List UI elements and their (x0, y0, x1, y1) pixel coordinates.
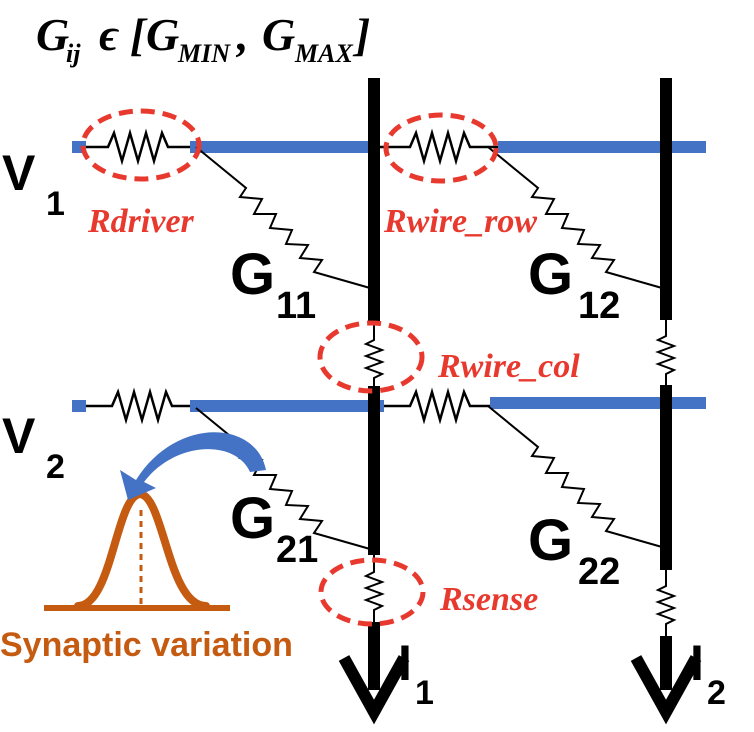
column-2-wire-resistor (655, 320, 677, 385)
v2-label-sub: 2 (46, 448, 65, 486)
rsense-label: Rsense (439, 581, 538, 618)
title-g: G (36, 9, 69, 60)
row-2-driver-resistor (86, 387, 190, 425)
rwire-row-highlight (383, 112, 499, 184)
title: G ij ϵ [ G MIN , G MAX ] (36, 9, 370, 68)
column-2-output-arrowhead (630, 655, 702, 725)
column-1-sense-resistor (363, 555, 385, 622)
i1-label-sub: 1 (415, 674, 434, 712)
variation-arrow (120, 432, 266, 500)
row-2-wire-resistor (384, 387, 490, 425)
g21-label-sub: 21 (276, 529, 318, 571)
title-open-bracket: [ (130, 9, 148, 60)
i1-label-main: I (398, 635, 412, 691)
title-comma: , (236, 9, 249, 60)
rdriver-label: Rdriver (87, 203, 195, 240)
synaptic-variation-label: Synaptic variation (0, 626, 293, 664)
title-max: MAX (294, 39, 353, 68)
g12-label-sub: 12 (578, 285, 620, 327)
conductance-g12-resistor (487, 146, 663, 289)
rsense-highlight (318, 557, 426, 627)
v2-label-main: V (2, 408, 36, 464)
column-2-sense-resistor (655, 570, 677, 636)
g21-label-main: G (230, 486, 275, 551)
conductance-g22-resistor (487, 405, 663, 548)
v1-label-main: V (2, 145, 36, 201)
g11-label-sub: 11 (276, 285, 316, 327)
title-ij: ij (66, 39, 81, 68)
conductance-g11-resistor (195, 146, 371, 289)
row-1-driver-resistor (86, 128, 190, 166)
column-1-wire-resistor (363, 324, 385, 386)
g11-label-main: G (230, 242, 275, 307)
v1-label-sub: 1 (46, 185, 65, 223)
title-close-bracket: ] (352, 9, 370, 60)
row-1-wire-resistor (380, 128, 498, 166)
rdriver-highlight (80, 108, 202, 182)
synaptic-variation-graphic: Synaptic variation (0, 432, 293, 664)
column-1-output-arrowhead (338, 655, 410, 725)
g12-label-main: G (528, 242, 573, 307)
g22-label-sub: 22 (578, 551, 620, 593)
rwire-col-label: Rwire_col (437, 348, 580, 385)
rwire-row-label: Rwire_row (383, 203, 537, 240)
i2-label-sub: 2 (707, 674, 726, 712)
conductance-g21-resistor (195, 407, 371, 550)
i2-label-main: I (690, 635, 704, 691)
g22-label-main: G (528, 508, 573, 573)
title-min: MIN (177, 39, 231, 68)
title-g-max: G (262, 9, 295, 60)
rwire-col-highlight (317, 320, 425, 394)
title-g-min: G (146, 9, 179, 60)
title-in-symbol: ϵ (99, 9, 119, 60)
